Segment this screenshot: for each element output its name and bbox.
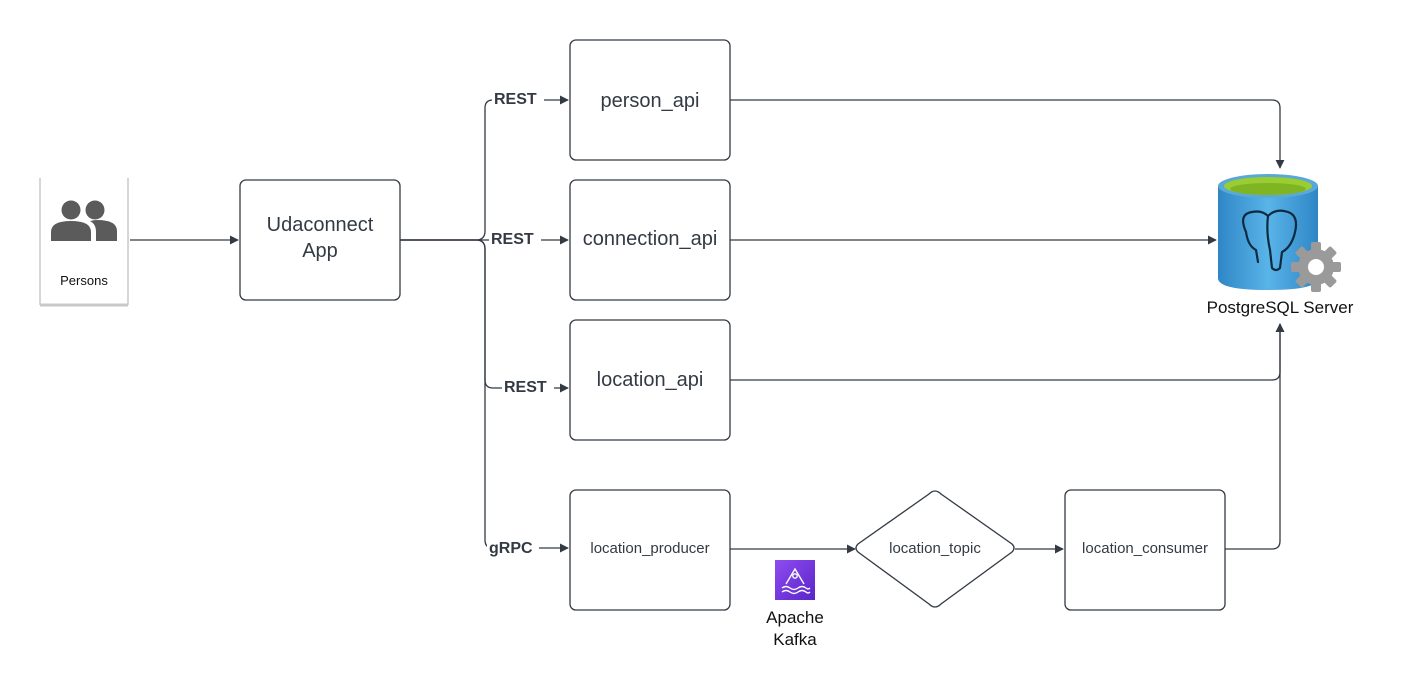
edge-person-api-to-db	[730, 99, 1285, 169]
edge-labels: REST REST REST gRPC	[487, 89, 554, 558]
location-topic-label: location_topic	[889, 540, 981, 557]
edge-app-to-location-api	[400, 239, 569, 393]
udaconnect-app-node[interactable]: Udaconnect App	[239, 179, 401, 301]
location-topic-node[interactable]: location_topic	[855, 490, 1015, 608]
connection-api-label: connection_api	[583, 228, 718, 250]
connectors	[130, 95, 1285, 554]
app-label-line2: App	[302, 240, 338, 262]
connection-api-node[interactable]: connection_api	[569, 179, 731, 301]
postgresql-icon	[1218, 174, 1341, 292]
kafka-icon	[775, 560, 815, 600]
location-api-label: location_api	[597, 369, 704, 391]
edge-app-to-person-api	[400, 95, 569, 241]
location-consumer-node[interactable]: location_consumer	[1064, 489, 1226, 611]
kafka-label-line2: Kafka	[773, 630, 817, 649]
person-api-node[interactable]: person_api	[569, 39, 731, 161]
persons-label: Persons	[60, 273, 108, 288]
gear-icon	[1291, 242, 1341, 292]
edge-consumer-to-db	[1225, 323, 1285, 550]
location-producer-node[interactable]: location_producer	[569, 489, 731, 611]
postgresql-label: PostgreSQL Server	[1207, 298, 1354, 317]
persons-node[interactable]: Persons	[39, 178, 129, 307]
kafka-label-line1: Apache	[766, 608, 824, 627]
kafka-node: Apache Kafka	[766, 560, 824, 649]
edge-label-rest-connection: REST	[491, 231, 534, 248]
location-consumer-label: location_consumer	[1082, 540, 1208, 557]
edge-label-grpc-producer: gRPC	[489, 540, 533, 557]
person-api-label: person_api	[601, 90, 700, 112]
users-icon	[51, 200, 117, 241]
location-api-node[interactable]: location_api	[569, 319, 731, 441]
edge-label-rest-person: REST	[494, 91, 537, 108]
edge-location-api-to-db	[730, 323, 1285, 381]
app-label-line1: Udaconnect	[267, 214, 374, 236]
postgresql-node[interactable]: PostgreSQL Server	[1207, 174, 1354, 317]
edge-label-rest-location: REST	[504, 379, 547, 396]
location-producer-label: location_producer	[590, 540, 709, 557]
